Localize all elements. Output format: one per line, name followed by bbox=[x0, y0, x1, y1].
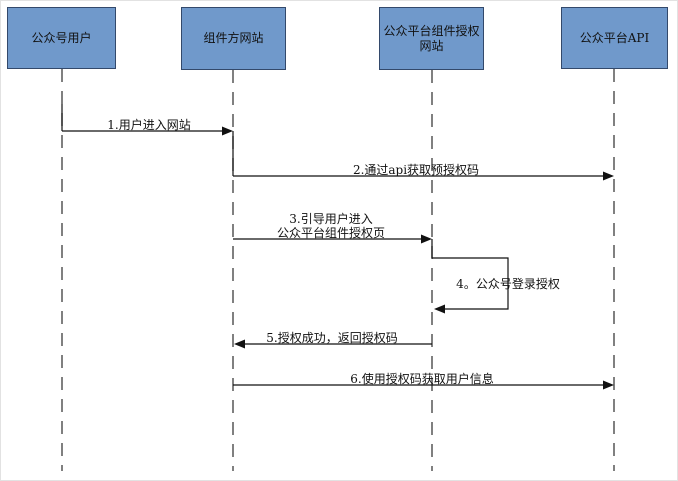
arrowhead-left-icon bbox=[434, 304, 445, 314]
message-label-line: 3.引导用户进入 bbox=[289, 212, 373, 226]
message-label-5: 5.授权成功，返回授权码 bbox=[266, 331, 398, 345]
arrowhead-right-icon bbox=[603, 380, 614, 390]
arrowhead-left-icon bbox=[234, 339, 245, 349]
message-label-line: 公众平台组件授权页 bbox=[276, 226, 386, 240]
actor-box-user: 公众号用户 bbox=[7, 7, 116, 69]
message-line-4-self-loop bbox=[432, 257, 509, 310]
actor-box-authsite: 公众平台组件授权 网站 bbox=[379, 7, 484, 70]
arrowhead-right-icon bbox=[222, 126, 233, 136]
actor-label: 网站 bbox=[419, 38, 444, 53]
actor-label: 组件方网站 bbox=[203, 31, 264, 45]
actor-label: 公众平台组件授权 bbox=[383, 23, 480, 38]
actor-box-component: 组件方网站 bbox=[181, 7, 286, 70]
message-label-4: 4。公众号登录授权 bbox=[456, 277, 560, 291]
actor-box-api: 公众平台API bbox=[561, 7, 668, 69]
arrowhead-right-icon bbox=[603, 171, 614, 181]
message-label-1: 1.用户进入网站 bbox=[107, 118, 191, 132]
actor-label: 公众号用户 bbox=[31, 30, 92, 45]
message-label-6: 6.使用授权码获取用户信息 bbox=[350, 372, 494, 386]
actor-label: 公众平台API bbox=[579, 30, 650, 45]
arrowhead-right-icon bbox=[421, 234, 432, 244]
message-label-2: 2.通过api获取预授权码 bbox=[352, 163, 480, 177]
message-label-3: 3.引导用户进入 公众平台组件授权页 bbox=[277, 212, 385, 240]
